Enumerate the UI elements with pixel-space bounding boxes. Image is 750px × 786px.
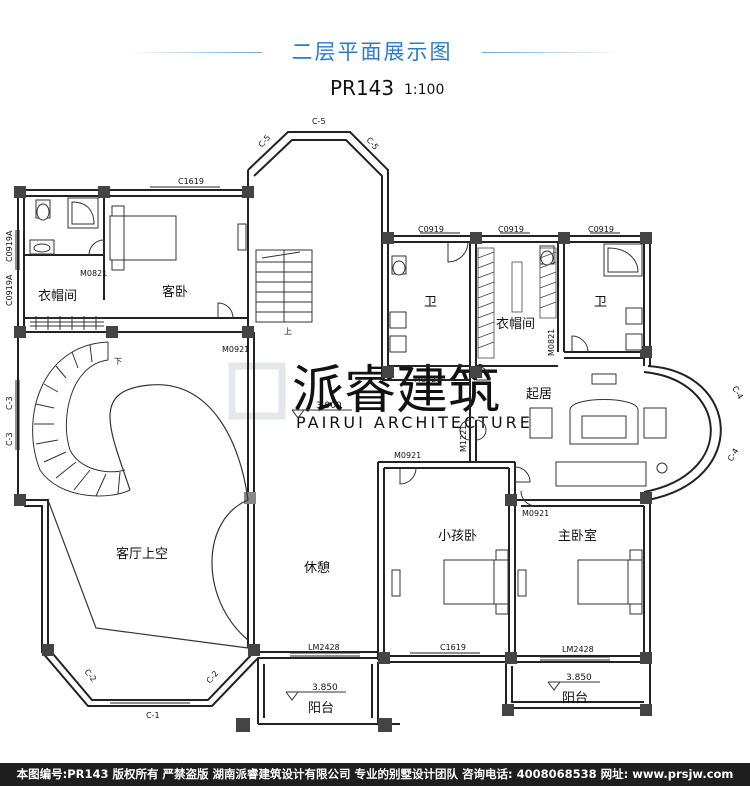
tag-c0919-3: C0919 [588, 225, 614, 234]
void-boundary [47, 384, 249, 649]
tag-m0921-kids: M0921 [394, 451, 421, 460]
doors [88, 239, 589, 507]
room-balcony-left: 阳台 [308, 701, 334, 716]
tag-stair-up: 上 [284, 327, 292, 336]
tag-c2-right: C-2 [205, 669, 221, 685]
header: 二层平面展示图 PR143 1:100 [0, 0, 750, 110]
fixtures [29, 197, 643, 353]
tag-lm2428-right: LM2428 [562, 645, 594, 654]
furniture-beds [109, 205, 643, 615]
room-void: 客厅上空 [116, 546, 168, 562]
closet-racks [477, 247, 557, 359]
plan-title: 二层平面展示图 [291, 40, 453, 64]
title-decor-left [128, 52, 262, 53]
plan-code: PR143 [330, 76, 395, 100]
tag-c1619-top: C1619 [178, 177, 204, 186]
tag-m0821-right: M0821 [547, 329, 556, 356]
title-decor-right [482, 52, 622, 53]
tag-c3-b: C-3 [5, 432, 14, 446]
tag-m0821-center: M0821 [414, 375, 441, 384]
room-kids: 小孩卧 [438, 529, 477, 544]
room-living: 起居 [526, 387, 552, 402]
level-labels: 3.900 3.850 3.850 [312, 401, 592, 693]
plan-scale: 1:100 [404, 82, 445, 98]
footer-bar: 本图编号:PR143 版权所有 严禁盗版 湖南派睿建筑设计有限公司 专业的别墅设… [0, 763, 750, 786]
room-balcony-right: 阳台 [562, 691, 588, 706]
furniture-living [529, 373, 668, 487]
tag-c0919a-1: C0919A [5, 230, 14, 262]
level-balcony-left: 3.850 [312, 683, 338, 693]
stair-straight [255, 249, 313, 323]
tag-m0921-master: M0921 [522, 509, 549, 518]
tag-c0919-2: C0919 [498, 225, 524, 234]
tag-stair-down: 下 [114, 357, 122, 366]
tag-c2-left: C-2 [82, 668, 98, 684]
room-bath-1: 卫 [424, 295, 437, 310]
tag-m0821-left: M0821 [80, 269, 107, 278]
tag-c1619-bottom: C1619 [440, 643, 466, 652]
tag-c5-top: C-5 [312, 117, 326, 126]
level-balcony-right: 3.850 [566, 673, 592, 683]
tag-m1221: M1221 [459, 425, 468, 452]
stair-curved [30, 316, 131, 497]
tag-c1: C-1 [146, 711, 160, 720]
tag-c0919-1: C0919 [418, 225, 444, 234]
room-labels: 客卧 衣帽间 卫 衣帽间 卫 起居 客厅上空 休憩 小孩卧 主卧室 阳台 阳台 [38, 284, 607, 716]
tag-c4-a: C-4 [730, 385, 745, 401]
floor-plan: 派睿建筑 PAIRUI ARCHITECTURE [5, 117, 745, 732]
level-upper: 3.900 [316, 401, 342, 411]
watermark-text: 派睿建筑 [292, 361, 500, 421]
room-closet-left: 衣帽间 [38, 288, 77, 304]
room-rest: 休憩 [304, 560, 330, 576]
room-guest-bedroom: 客卧 [162, 284, 188, 300]
tag-lm2428-left: LM2428 [308, 643, 340, 652]
watermark-sub: PAIRUI ARCHITECTURE [296, 413, 533, 432]
tag-c3-a: C-3 [5, 396, 14, 410]
room-master: 主卧室 [558, 528, 597, 544]
tag-m0921-top: M0921 [222, 345, 249, 354]
tag-c4-b: C-4 [726, 447, 741, 463]
room-bath-2: 卫 [594, 295, 607, 310]
tag-c5-left: C-5 [257, 133, 273, 149]
level-markers [285, 409, 600, 701]
watermark: 派睿建筑 PAIRUI ARCHITECTURE [228, 361, 533, 432]
windows [15, 186, 620, 707]
room-closet-center: 衣帽间 [496, 316, 535, 332]
columns [14, 186, 652, 732]
tag-c0919a-2: C0919A [5, 274, 14, 306]
